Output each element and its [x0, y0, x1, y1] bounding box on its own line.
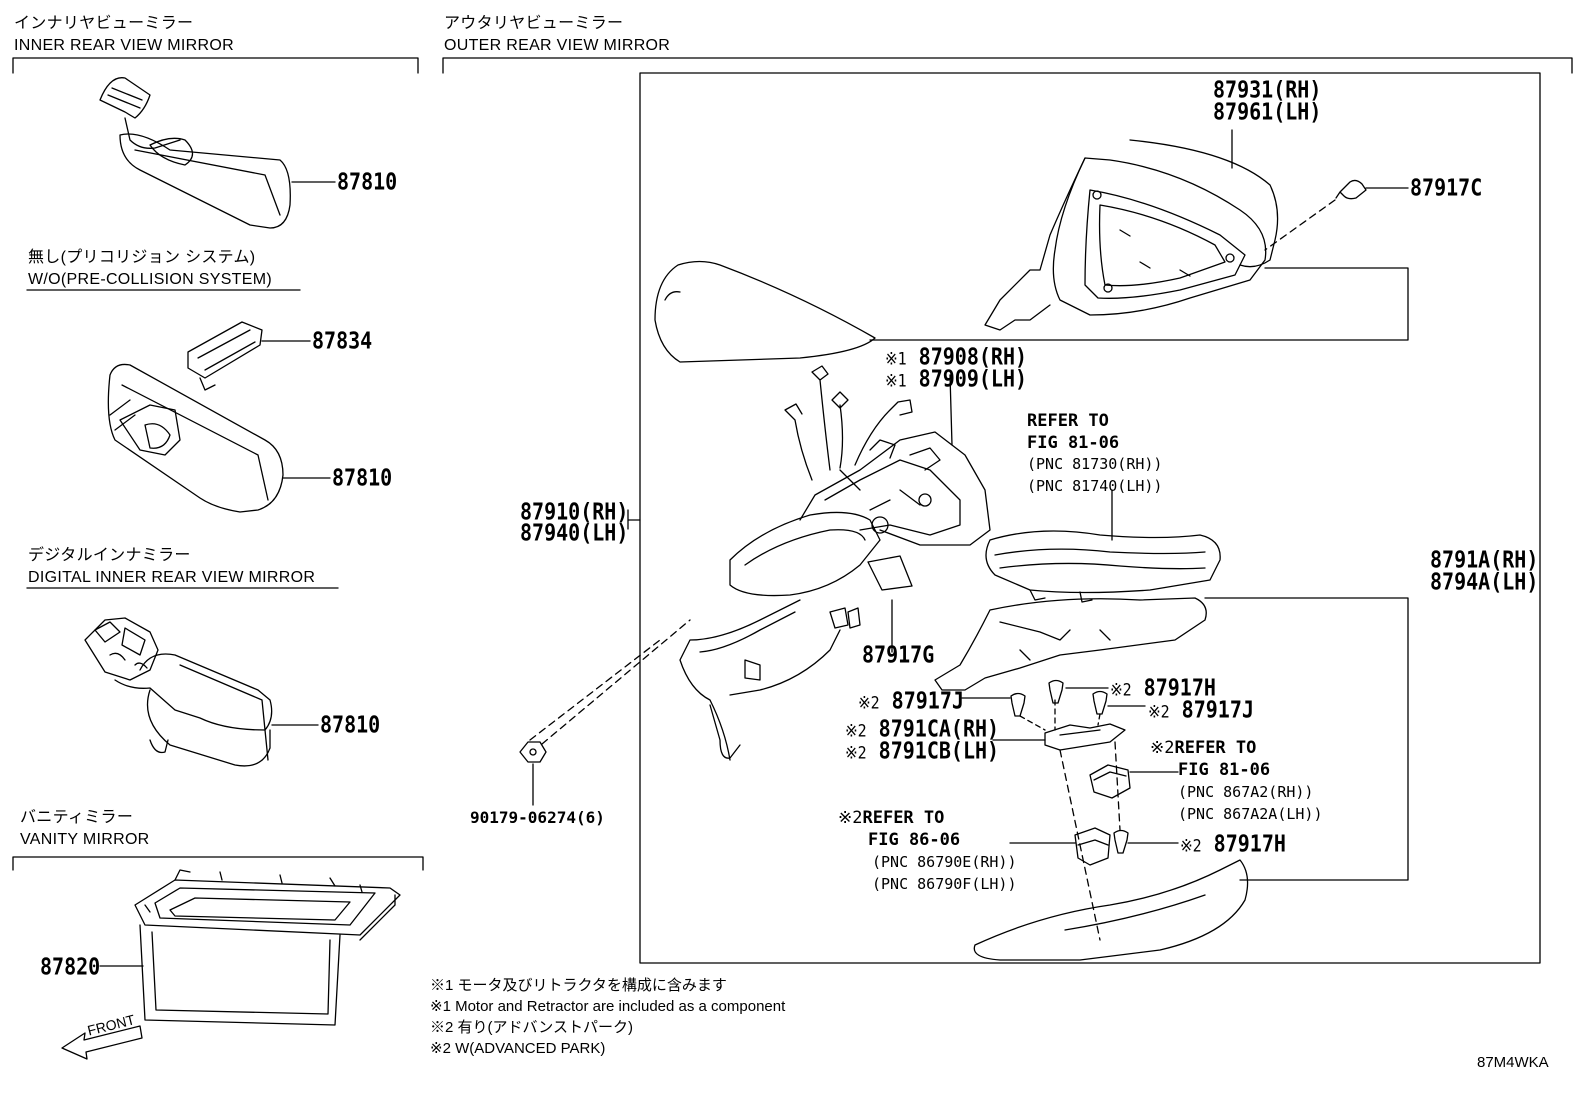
nut-90179-icon [519, 741, 547, 763]
part-8791A-rh: 8791A(RH) [1430, 545, 1539, 574]
part-90179: 90179-06274(6) [470, 808, 605, 827]
screw-87917C-icon [1335, 179, 1367, 200]
part-87820: 87820 [40, 952, 101, 981]
outer-mirror-box [639, 72, 1541, 964]
mark-2: ※2 [1148, 701, 1170, 723]
part-87908-rh: ※1 87908(RH) [885, 342, 1028, 371]
digital-header-en: DIGITAL INNER REAR VIEW MIRROR [28, 569, 316, 586]
bottom-cover-icon [973, 859, 1249, 961]
note-2-en: ※2 W(ADVANCED PARK) [430, 1040, 606, 1057]
screw-87917H-bottom-icon [1113, 829, 1129, 854]
part-87940-lh: 87940(LH) [520, 518, 629, 547]
lower-cover-icon [934, 597, 1207, 691]
screw-87917J-left-icon [1010, 692, 1026, 717]
mark-1: ※1 [885, 348, 907, 370]
outer-header-jp: アウタリヤビューミラー [444, 15, 624, 32]
part-87810-b: 87810 [332, 463, 393, 492]
mirror-glass-icon [654, 260, 876, 363]
part-87961-lh: 87961(LH) [1213, 97, 1322, 126]
inner-mirror-1-icon [99, 77, 291, 229]
gasket-87917G-icon [867, 555, 913, 591]
part-87931-rh: 87931(RH) [1213, 75, 1322, 104]
wo-pcs-jp: 無し(プリコリジョン システム) [28, 249, 256, 266]
ref3-line1: ※2REFER TO [838, 808, 945, 828]
mirror-housing-icon [984, 139, 1279, 331]
figure-code: 87M4WKA [1477, 1054, 1549, 1071]
mark-2: ※2 [1110, 679, 1132, 701]
inner-section-bracket [12, 57, 419, 74]
sensor-867A2-icon [1089, 764, 1131, 799]
digital-header-jp: デジタルインナミラー [28, 547, 191, 564]
part-87810-a: 87810 [337, 167, 398, 196]
part-8791CA-rh: ※2 8791CA(RH) [845, 714, 1000, 743]
part-87917J-right: ※2 87917J [1148, 695, 1254, 724]
mark-2: ※2 [858, 692, 880, 714]
inner-header-jp: インナリヤビューミラー [14, 15, 194, 32]
part-87917H-bottom: ※2 87917H [1180, 829, 1286, 858]
ref2-pnc2: (PNC 867A2A(LH)) [1178, 805, 1323, 823]
ref3-line2: FIG 86-06 [868, 830, 961, 850]
front-arrow-icon [61, 1025, 143, 1060]
part-87917H-top: ※2 87917H [1110, 673, 1216, 702]
turn-signal-icon [985, 530, 1221, 603]
note-2-jp: ※2 有り(アドバンストパーク) [430, 1019, 633, 1036]
ref2-line2: FIG 81-06 [1178, 760, 1271, 780]
part-87910-rh: 87910(RH) [520, 497, 629, 526]
part-87810-c: 87810 [320, 710, 381, 739]
retractor-icon [729, 431, 991, 597]
inner-mirror-2-icon [107, 363, 284, 513]
vanity-section-bracket [12, 856, 424, 871]
note-1-en: ※1 Motor and Retractor are included as a… [430, 998, 786, 1015]
screw-87917H-top-icon [1048, 679, 1064, 704]
wiring-icon [679, 365, 913, 761]
part-87917C: 87917C [1410, 173, 1483, 202]
digital-mirror-icon [84, 617, 273, 767]
mark-2: ※2 [845, 742, 867, 764]
part-8791CB-lh: ※2 8791CB(LH) [845, 736, 1000, 765]
cover-87834-icon [187, 321, 263, 391]
ref2-pnc1: (PNC 867A2(RH)) [1178, 783, 1314, 801]
mark-2: ※2 [1180, 835, 1202, 857]
outer-section-bracket [442, 57, 1573, 74]
mark-1: ※1 [885, 370, 907, 392]
mark-2: ※2 [838, 808, 863, 828]
ref1-pnc1: (PNC 81730(RH)) [1027, 455, 1163, 473]
part-87909-lh: ※1 87909(LH) [885, 364, 1028, 393]
outer-header-en: OUTER REAR VIEW MIRROR [444, 37, 671, 54]
part-87917G: 87917G [862, 640, 935, 669]
mark-2: ※2 [1150, 738, 1175, 758]
ref1-pnc2: (PNC 81740(LH)) [1027, 477, 1163, 495]
ref1-line1: REFER TO [1027, 411, 1109, 431]
part-87917J-left: ※2 87917J [858, 686, 964, 715]
note-1-jp: ※1 モータ及びリトラクタを構成に含みます [430, 977, 727, 994]
vanity-header-en: VANITY MIRROR [20, 831, 150, 848]
part-8794A-lh: 8794A(LH) [1430, 567, 1539, 596]
ref3-pnc1: (PNC 86790E(RH)) [872, 853, 1017, 871]
vanity-header-jp: バニティミラー [20, 809, 134, 826]
camera-86790-icon [1074, 827, 1111, 866]
ref3-pnc2: (PNC 86790F(LH)) [872, 875, 1017, 893]
screw-87917J-right-icon [1092, 690, 1108, 715]
inner-header-en: INNER REAR VIEW MIRROR [14, 37, 234, 54]
bracket-8791CA-icon [1044, 723, 1126, 751]
vanity-mirror-icon [134, 869, 401, 1026]
part-87834: 87834 [312, 326, 373, 355]
ref2-line1: ※2REFER TO [1150, 738, 1257, 758]
wo-pcs-en: W/O(PRE-COLLISION SYSTEM) [28, 271, 272, 288]
ref1-line2: FIG 81-06 [1027, 433, 1120, 453]
mark-2: ※2 [845, 720, 867, 742]
